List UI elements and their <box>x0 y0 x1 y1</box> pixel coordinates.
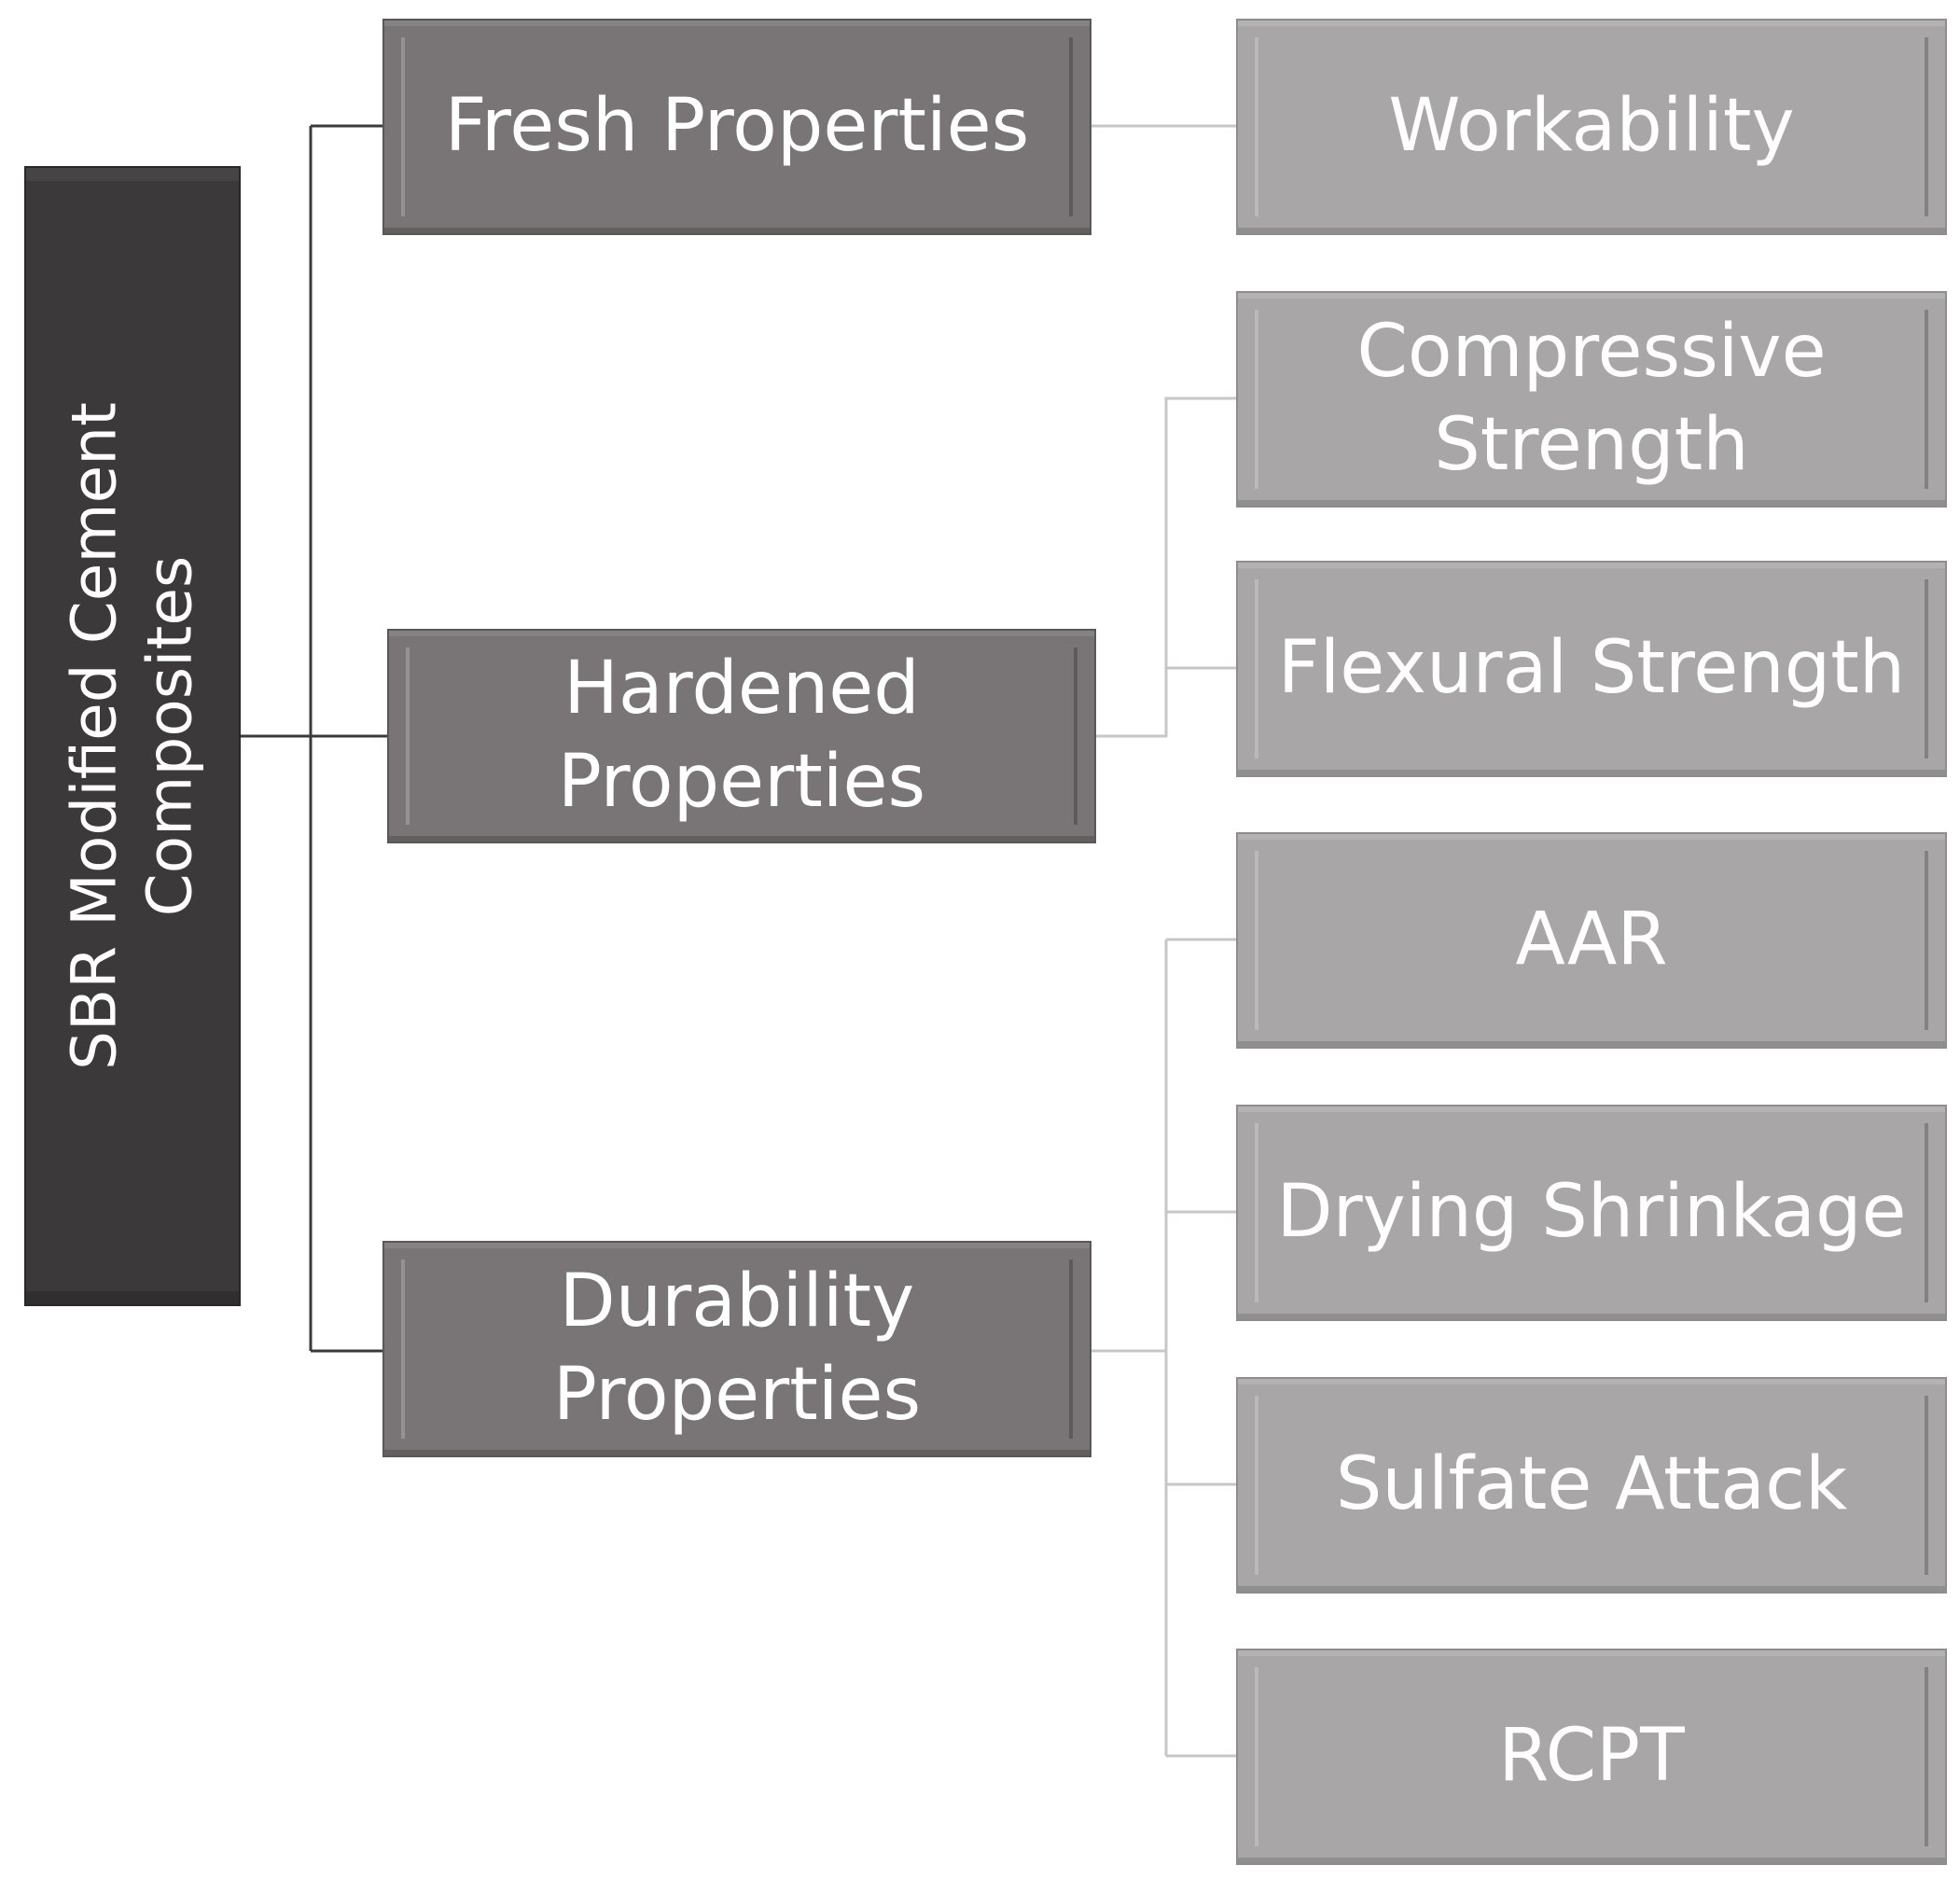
leaf-label: Flexural Strength <box>1277 626 1906 711</box>
category-label: Fresh Properties <box>444 84 1030 169</box>
leaf-label: Workability <box>1388 84 1795 169</box>
leaf-compressive-strength: Compressive Strength <box>1236 291 1947 508</box>
leaf-drying-shrinkage: Drying Shrinkage <box>1236 1105 1947 1321</box>
leaf-label: Compressive Strength <box>1356 310 1827 487</box>
category-label: Durability Properties <box>552 1260 922 1437</box>
root-label: SBR Modified Cement Composites <box>58 402 205 1070</box>
link-durability-trunk <box>1091 938 1236 1758</box>
leaf-label: RCPT <box>1498 1714 1685 1799</box>
leaf-rcpt: RCPT <box>1236 1649 1947 1865</box>
leaf-sulfate-attack: Sulfate Attack <box>1236 1377 1947 1594</box>
leaf-label: Drying Shrinkage <box>1276 1170 1907 1255</box>
category-fresh-properties: Fresh Properties <box>382 19 1091 235</box>
leaf-aar: AAR <box>1236 832 1947 1049</box>
category-hardened-properties: Hardened Properties <box>387 629 1096 843</box>
leaf-workability: Workability <box>1236 19 1947 235</box>
root-node: SBR Modified Cement Composites <box>24 166 241 1306</box>
category-label: Hardened Properties <box>557 647 926 824</box>
leaf-label: Sulfate Attack <box>1335 1442 1848 1527</box>
leaf-flexural-strength: Flexural Strength <box>1236 561 1947 777</box>
category-durability-properties: Durability Properties <box>382 1241 1091 1457</box>
link-hardened-trunk <box>1096 397 1236 738</box>
leaf-label: AAR <box>1515 898 1668 982</box>
